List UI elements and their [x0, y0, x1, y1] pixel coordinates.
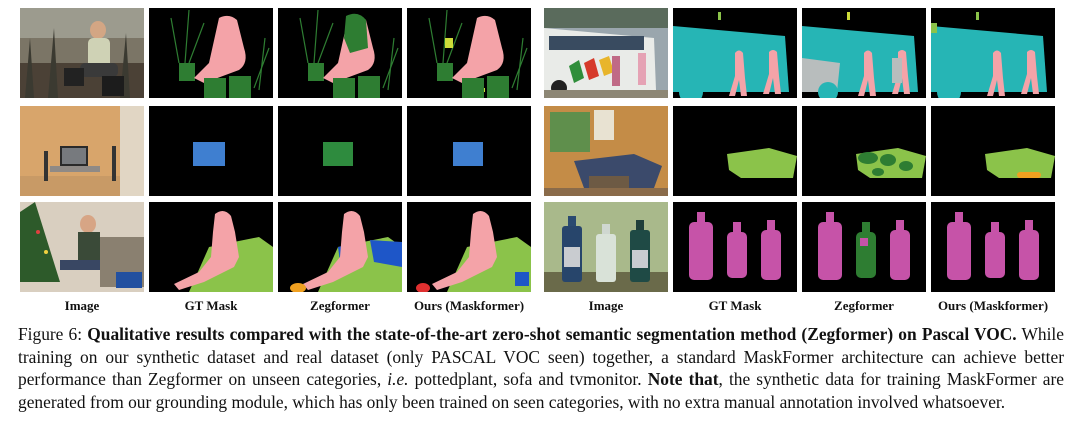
column-label-zegformer-left: Zegformer	[310, 298, 370, 313]
ours-mask-sofa	[931, 106, 1055, 196]
gt-mask-bus	[673, 8, 797, 98]
gt-mask-bottles	[673, 202, 797, 292]
figure-caption: Figure 6: Qualitative results compared w…	[18, 323, 1064, 413]
ours-mask-gardener	[407, 8, 531, 98]
caption-body-3: , the synthetic data for training MaskFo…	[18, 369, 1064, 412]
column-label-image-right: Image	[588, 298, 624, 313]
image-tv-room-photo	[20, 106, 144, 196]
gt-mask-christmas	[149, 202, 273, 292]
caption-note-label: Note that	[647, 369, 719, 389]
caption-body-2: pottedplant, sofa and tvmonitor.	[414, 369, 642, 389]
image-living-room-photo	[544, 106, 668, 196]
caption-ie: i.e.	[387, 369, 409, 389]
ours-mask-christmas	[407, 202, 531, 292]
caption-title: Qualitative results compared with the st…	[87, 324, 1017, 344]
column-label-ours-right: Ours (Maskformer)	[937, 298, 1049, 313]
zegformer-mask-christmas	[278, 202, 402, 292]
image-christmas-woman-photo	[20, 202, 144, 292]
zegformer-mask-gardener	[278, 8, 402, 98]
image-gardener-photo	[20, 8, 144, 98]
zegformer-mask-bottles	[802, 202, 926, 292]
gt-mask-sofa	[673, 106, 797, 196]
figure-label: Figure 6:	[18, 324, 83, 344]
column-label-image-left: Image	[64, 298, 100, 313]
zegformer-mask-sofa	[802, 106, 926, 196]
ours-mask-bus	[931, 8, 1055, 98]
zegformer-mask-tv	[278, 106, 402, 196]
zegformer-mask-bus	[802, 8, 926, 98]
ours-mask-bottles	[931, 202, 1055, 292]
column-label-zegformer-right: Zegformer	[834, 298, 894, 313]
gt-mask-tv	[149, 106, 273, 196]
gt-mask-gardener	[149, 8, 273, 98]
column-label-gt-mask-left: GT Mask	[184, 298, 238, 313]
ours-mask-tv	[407, 106, 531, 196]
column-label-gt-mask-right: GT Mask	[708, 298, 762, 313]
image-bottles-photo	[544, 202, 668, 292]
column-label-ours-left: Ours (Maskformer)	[413, 298, 525, 313]
image-bus-photo	[544, 8, 668, 98]
caption-body-1: While training on our synthetic dataset …	[18, 324, 1064, 389]
